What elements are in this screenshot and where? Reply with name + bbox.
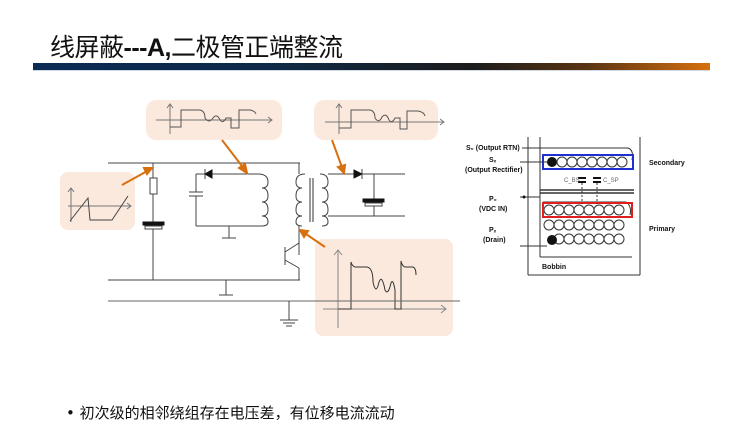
callout-ramp-waveform [60, 172, 135, 230]
secondary-label: Secondary [649, 160, 685, 167]
slide-title: 线屏蔽---A,二极管正端整流 [50, 28, 343, 64]
flyback-circuit [108, 162, 460, 327]
cap-csp-label: C_SP [603, 178, 619, 184]
bobbin-label: Bobbin [542, 264, 566, 271]
title-cn-prefix: 线屏蔽 [50, 33, 124, 62]
primary-label: Primary [649, 226, 675, 233]
ramp-waveform [67, 187, 132, 222]
pin-sx-name: Sₓ [489, 157, 497, 164]
winding-cross-section [520, 137, 641, 276]
capacitor-electrolytic [142, 221, 165, 226]
secondary-waveform [325, 103, 445, 134]
pin-p0-desc: (VDC IN) [479, 206, 507, 213]
callout-arrows [121, 139, 347, 248]
pin-s0-label: S₀ (Output RTN) [466, 145, 520, 152]
bullet-point: • 初次级的相邻绕组存在电压差，有位移电流流动 [66, 402, 395, 423]
secondary-winding [319, 173, 329, 227]
primary-winding [295, 173, 306, 227]
pin-px-desc: (Drain) [483, 237, 506, 244]
pin-px-name: Pₓ [489, 227, 497, 234]
aux-winding [257, 173, 269, 227]
title-cn-suffix: 二极管正端整流 [171, 33, 343, 62]
title-underline-shadow [33, 70, 710, 71]
title-bold: ---A, [123, 34, 172, 62]
primary-layer-highlight [542, 202, 633, 218]
pin-p0-name: P₀ [489, 196, 497, 203]
pin-sx-desc: (Output Rectifier) [465, 167, 523, 174]
resistor [149, 177, 158, 195]
aux-waveform [156, 103, 273, 134]
title-underline-bar [33, 63, 710, 70]
drain-waveform [323, 249, 447, 328]
bullet-marker: • [66, 404, 75, 422]
bullet-text: 初次级的相邻绕组存在电压差，有位移电流流动 [79, 404, 395, 422]
diode-output [353, 169, 364, 179]
diode-aux [203, 169, 213, 179]
cap-cbs-label: C_BS [564, 178, 580, 184]
